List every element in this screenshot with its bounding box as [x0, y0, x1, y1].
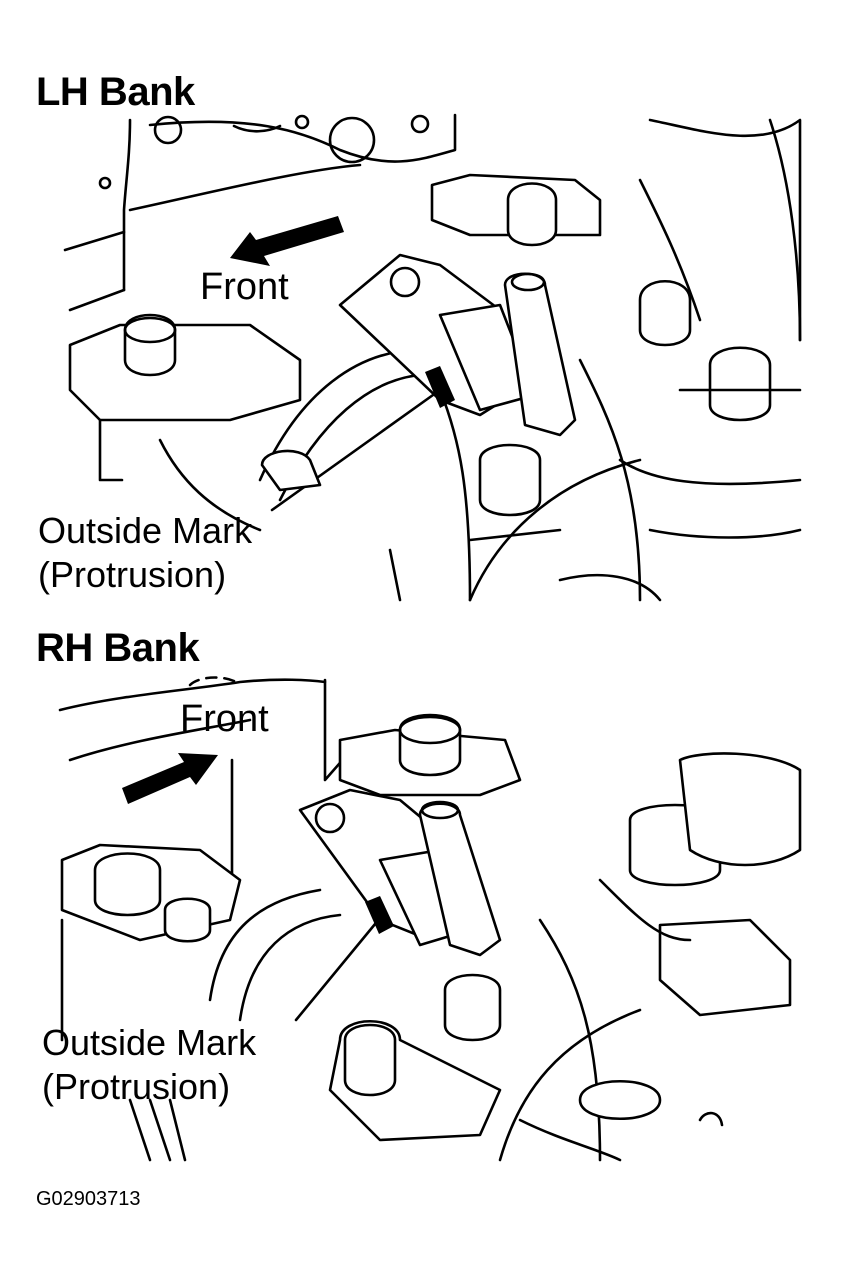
block-ridge	[68, 288, 126, 312]
block-ridge	[128, 163, 362, 212]
rh-bank-title: RH Bank	[36, 626, 200, 670]
block-hole	[188, 676, 242, 687]
outside-mark-protrusion	[425, 366, 455, 408]
crank-arc	[208, 888, 322, 1002]
block-hole	[153, 115, 183, 145]
block-right-curve	[768, 118, 802, 342]
rh-bank-panel: RH Bank Front Outside Mark (Protrusion)	[0, 620, 845, 1180]
rod-nut-lower	[443, 973, 502, 1042]
crank-arc	[578, 358, 642, 602]
crank-arc	[238, 913, 342, 1022]
lower-detail	[128, 1098, 187, 1162]
block-ridge	[68, 718, 252, 762]
lh-bank-illustration	[63, 113, 802, 602]
block-top-edge	[58, 678, 327, 712]
lh-front-label: Front	[200, 266, 289, 308]
block-lower	[98, 418, 124, 482]
block-ridge	[63, 230, 126, 252]
rh-bank-illustration	[58, 676, 802, 1162]
block-lower	[158, 438, 262, 532]
block-top-edge	[148, 113, 457, 163]
cap-edge	[618, 458, 802, 486]
cap-bolt-head	[638, 279, 692, 347]
lower-detail	[388, 548, 402, 602]
cap-bolt-head	[93, 852, 162, 917]
rh-protrusion-label: (Protrusion)	[42, 1066, 231, 1107]
small-bolt	[260, 449, 322, 492]
figure-code: G02903713	[36, 1188, 141, 1210]
crank-arc	[538, 918, 602, 1162]
cap-bolt-head	[123, 313, 177, 377]
lower-boss	[578, 1079, 662, 1121]
cap-edge	[648, 528, 802, 539]
rod-nut	[389, 266, 421, 298]
lh-bank-title: LH Bank	[36, 70, 195, 114]
crank-arc	[468, 458, 642, 602]
rh-front-label: Front	[180, 698, 269, 740]
mark-leader-line	[270, 388, 442, 512]
lh-outside-mark-label: Outside Mark	[38, 510, 253, 551]
lower-hole	[698, 1111, 724, 1127]
bolt-top	[420, 800, 460, 820]
block-hole	[294, 114, 310, 130]
outside-mark-protrusion	[365, 896, 394, 934]
rod-edge	[468, 528, 562, 542]
lower-detail	[518, 1118, 622, 1162]
rod-nut	[314, 802, 346, 834]
block-hole	[410, 114, 430, 134]
bolt-top	[510, 272, 546, 292]
rod-bolt	[503, 272, 577, 437]
main-cap-left	[68, 323, 302, 422]
lower-detail	[558, 573, 662, 602]
cap-edge	[598, 878, 692, 942]
cap-bolt-head	[343, 1023, 397, 1097]
front-arrow-icon	[122, 753, 218, 804]
rod-nut-lower	[478, 443, 542, 517]
cap-bolt-head	[163, 897, 212, 943]
bolt-top	[398, 715, 462, 745]
crank-arc	[498, 1008, 642, 1162]
block-hole	[98, 176, 112, 190]
rh-outside-mark-label: Outside Mark	[42, 1022, 257, 1063]
lh-bank-panel: LH Bank Front Outside Mark (Protrusion)	[0, 60, 845, 620]
rod-edge	[438, 388, 472, 602]
mark-leader-line	[294, 916, 382, 1022]
block-right-curve	[638, 178, 702, 322]
main-cap-right	[658, 918, 792, 1017]
cap-bolt-head	[506, 182, 558, 247]
block-hole	[328, 116, 376, 164]
cap-bolt-head	[398, 713, 462, 777]
bolt-top	[123, 316, 177, 344]
block-edge	[122, 118, 132, 292]
block-detail	[232, 124, 282, 133]
cap-bolt-head	[708, 346, 772, 422]
lh-protrusion-label: (Protrusion)	[38, 554, 227, 595]
block-right-edge	[648, 118, 802, 342]
cap-boss	[678, 752, 802, 867]
front-arrow-icon	[230, 216, 344, 266]
